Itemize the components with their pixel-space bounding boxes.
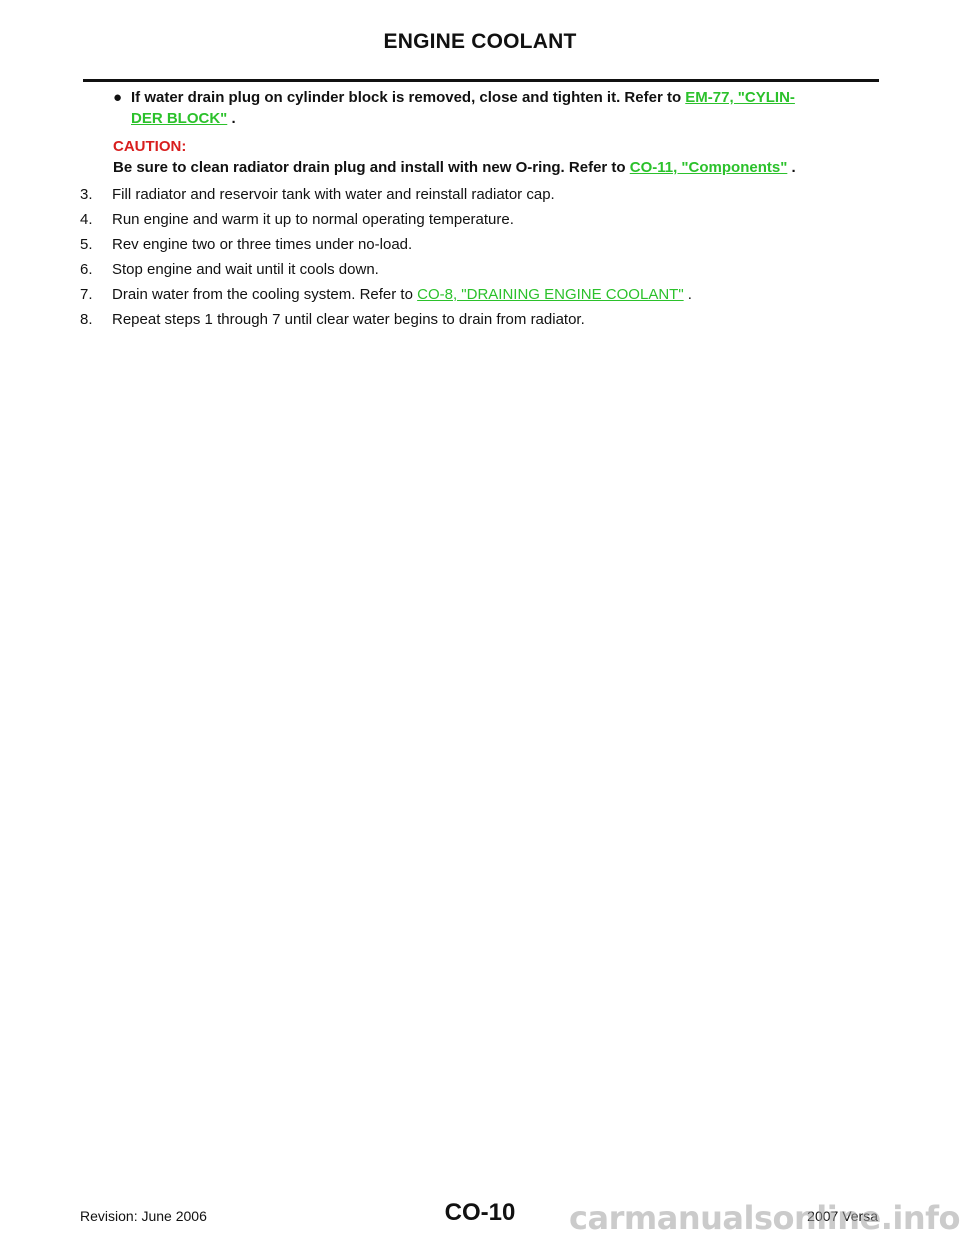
page-number: CO-10 <box>444 1199 516 1226</box>
bullet-icon: ● <box>113 89 123 106</box>
step-text: Stop engine and wait until it cools down… <box>112 261 379 278</box>
bullet-text-end: . <box>227 110 236 127</box>
main-content: ● If water drain plug on cylinder block … <box>80 87 880 334</box>
step-text-end: . <box>683 286 692 303</box>
step-number: 8. <box>80 311 93 328</box>
bullet-text: If water drain plug on cylinder block is… <box>131 89 686 106</box>
step-number: 6. <box>80 261 93 278</box>
caution-text: Be sure to clean radiator drain plug and… <box>113 157 880 178</box>
caution-block: CAUTION: Be sure to clean radiator drain… <box>80 136 880 178</box>
model-year: 2007 Versa <box>807 1208 878 1224</box>
caution-text-body: Be sure to clean radiator drain plug and… <box>113 159 630 176</box>
step-text: Drain water from the cooling system. Ref… <box>112 286 418 303</box>
link-line-2: DER BLOCK" <box>131 110 228 127</box>
caution-label: CAUTION: <box>113 138 187 155</box>
step-item: 3. Fill radiator and reservoir tank with … <box>80 184 880 205</box>
revision-date: Revision: June 2006 <box>80 1208 207 1224</box>
link-line-1: EM-77, "CYLIN- <box>685 89 795 106</box>
link-em-77-cylinder-block[interactable]: EM-77, "CYLIN- DER BLOCK" <box>131 89 795 127</box>
step-text: Run engine and warm it up to normal oper… <box>112 211 514 228</box>
step-item: 4. Run engine and warm it up to normal op… <box>80 209 880 230</box>
step-number: 3. <box>80 186 93 203</box>
link-co-8-draining-engine-coolant[interactable]: CO-8, "DRAINING ENGINE COOLANT" <box>417 286 684 303</box>
steps-list: 3. Fill radiator and reservoir tank with … <box>80 184 880 330</box>
step-number: 7. <box>80 286 93 303</box>
step-text: Fill radiator and reservoir tank with wa… <box>112 186 555 203</box>
step-text: Rev engine two or three times under no-l… <box>112 236 413 253</box>
page-title: ENGINE COOLANT <box>383 30 577 53</box>
step-item: 6. Stop engine and wait until it cools do… <box>80 259 880 280</box>
step-item: 5. Rev engine two or three times under no… <box>80 234 880 255</box>
step-item: 8. Repeat steps 1 through 7 until clear w… <box>80 309 880 330</box>
step-number: 5. <box>80 236 93 253</box>
step-text: Repeat steps 1 through 7 until clear wat… <box>112 311 585 328</box>
step-number: 4. <box>80 211 93 228</box>
link-co-11-components[interactable]: CO-11, "Components" <box>629 159 788 176</box>
bullet-item: ● If water drain plug on cylinder block … <box>80 87 880 129</box>
step-item: 7. Drain water from the cooling system. R… <box>80 284 880 305</box>
caution-text-end: . <box>787 159 796 176</box>
header-rule <box>83 79 879 82</box>
watermark: carmanualsonline.info <box>569 1199 960 1237</box>
